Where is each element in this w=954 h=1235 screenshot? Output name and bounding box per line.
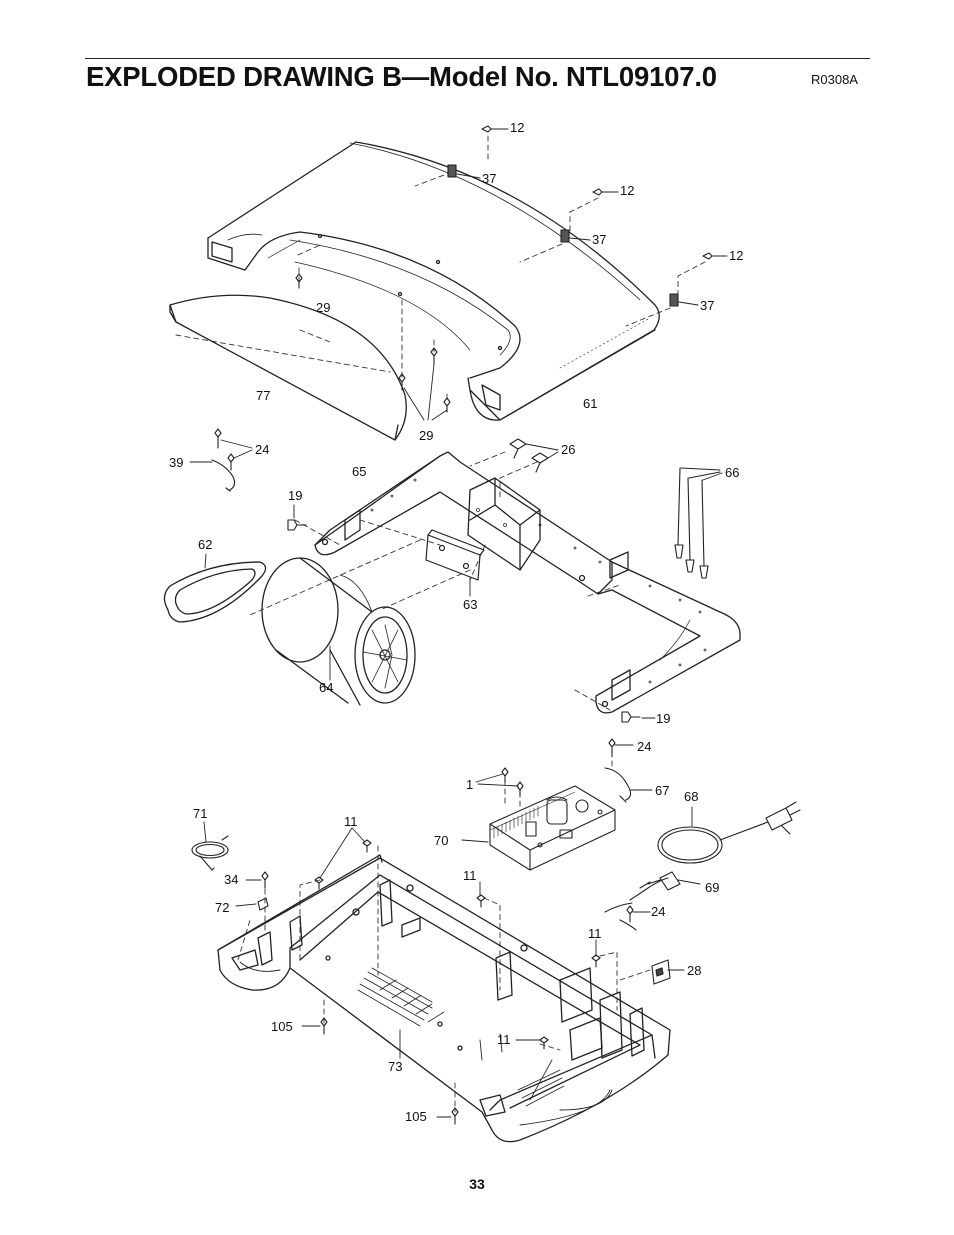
callout-37: 37 xyxy=(700,298,714,313)
callout-62: 62 xyxy=(198,537,212,552)
callout-11: 11 xyxy=(588,926,602,941)
callout-19: 19 xyxy=(656,711,670,726)
callout-72: 72 xyxy=(215,900,229,915)
callout-12: 12 xyxy=(620,183,634,198)
callout-29: 29 xyxy=(419,428,433,443)
wire-harness-69 xyxy=(604,871,701,931)
callout-12: 12 xyxy=(510,120,524,135)
ground-wire-39 xyxy=(189,428,253,492)
drive-belt-62 xyxy=(163,553,267,623)
callout-70: 70 xyxy=(434,833,448,848)
callout-34: 34 xyxy=(224,872,238,887)
callout-68: 68 xyxy=(684,789,698,804)
callout-24: 24 xyxy=(651,904,665,919)
callout-67: 67 xyxy=(655,783,669,798)
drawing-code: R0308A xyxy=(811,72,858,87)
callout-11: 11 xyxy=(497,1032,511,1047)
screws-12 xyxy=(481,125,728,260)
callout-24: 24 xyxy=(255,442,269,457)
screw-24-lower xyxy=(626,905,651,923)
callout-26: 26 xyxy=(561,442,575,457)
callout-37: 37 xyxy=(592,232,606,247)
switch-28 xyxy=(651,959,685,985)
screws-105 xyxy=(301,1017,459,1125)
motor-bracket-63 xyxy=(425,529,485,597)
callout-66: 66 xyxy=(725,465,739,480)
callout-105: 105 xyxy=(405,1109,427,1124)
controller-70 xyxy=(461,785,616,871)
callout-63: 63 xyxy=(463,597,477,612)
callout-37: 37 xyxy=(482,171,496,186)
screws-1 xyxy=(475,767,524,797)
callout-24: 24 xyxy=(637,739,651,754)
page-title: EXPLODED DRAWING B—Model No. NTL09107.0 xyxy=(86,61,717,92)
hood-insert-77 xyxy=(169,294,407,441)
callout-61: 61 xyxy=(583,396,597,411)
callout-labels: 12 37 12 37 12 37 29 77 29 61 39 24 26 6… xyxy=(169,120,743,1124)
callout-69: 69 xyxy=(705,880,719,895)
callout-19: 19 xyxy=(288,488,302,503)
page-number: 33 xyxy=(469,1176,485,1192)
callout-73: 73 xyxy=(388,1059,402,1074)
assembly-guides xyxy=(175,135,706,1113)
wire-67 xyxy=(604,738,653,803)
drive-motor-64 xyxy=(261,557,416,706)
callout-1: 1 xyxy=(466,777,473,792)
callout-11: 11 xyxy=(344,814,358,829)
motor-hood-61 xyxy=(207,141,660,421)
clamp-72 xyxy=(235,897,269,911)
callout-11: 11 xyxy=(463,868,477,883)
screws-11 xyxy=(314,827,601,1050)
callout-77: 77 xyxy=(256,388,270,403)
bolts-26 xyxy=(509,438,559,473)
cable-ties-66 xyxy=(674,467,723,579)
clips-37 xyxy=(447,164,699,307)
callout-29: 29 xyxy=(316,300,330,315)
screws-29 xyxy=(295,273,451,421)
callout-105: 105 xyxy=(271,1019,293,1034)
frame-65 xyxy=(314,451,741,714)
callout-71: 71 xyxy=(193,806,207,821)
callout-28: 28 xyxy=(687,963,701,978)
title-rule xyxy=(85,58,870,59)
bolts-19 xyxy=(287,504,656,723)
callout-65: 65 xyxy=(352,464,366,479)
base-73 xyxy=(217,854,671,1143)
screw-34 xyxy=(245,871,269,889)
callout-12: 12 xyxy=(729,248,743,263)
callout-39: 39 xyxy=(169,455,183,470)
callout-64: 64 xyxy=(319,680,333,695)
power-cord-68 xyxy=(657,801,801,864)
wire-71 xyxy=(191,821,229,871)
